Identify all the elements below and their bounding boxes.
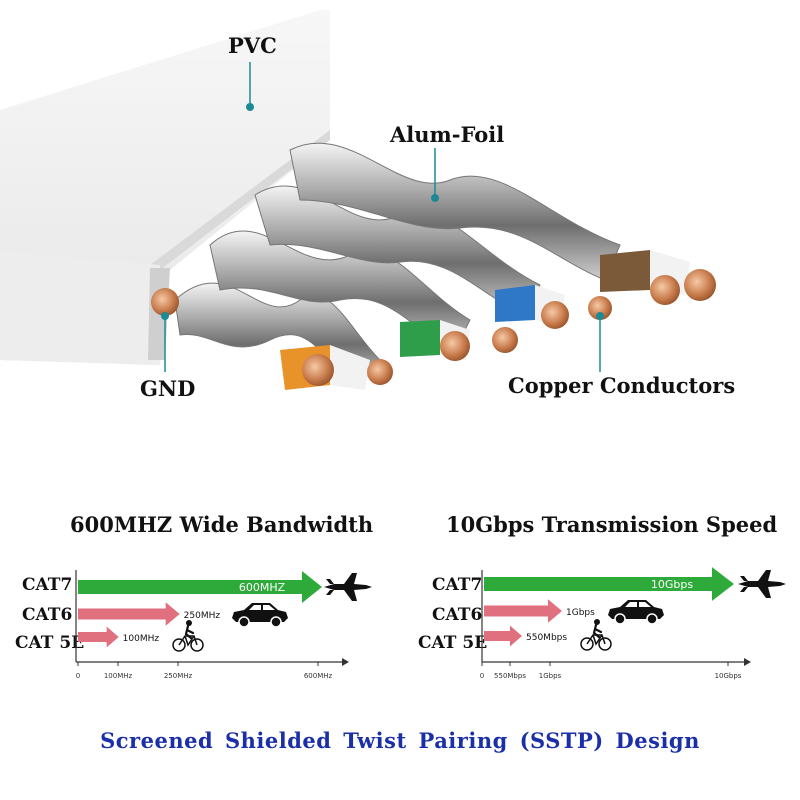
- callout-copper: [596, 312, 604, 372]
- x-tick-label: 100MHz: [104, 672, 133, 680]
- green-insulation: [400, 320, 440, 357]
- bar-value-label: 10Gbps: [651, 578, 693, 591]
- brown-insulation: [600, 250, 650, 292]
- x-tick-label: 1Gbps: [539, 672, 562, 680]
- cable-illustration: [0, 10, 716, 390]
- bandwidth-chart: 0 100MHz 250MHz 600MHz 600MHZ 250MHz 100MHz: [75, 570, 372, 680]
- x-tick-label: 550Mbps: [494, 672, 526, 680]
- bar-cat7: [78, 571, 322, 603]
- gnd-wire: [151, 288, 179, 316]
- car-icon: [608, 600, 664, 625]
- speed-cat6-label: CAT6: [432, 605, 483, 625]
- twisted-pair-4: [289, 142, 716, 305]
- copper-conductors-label: Copper Conductors: [508, 373, 736, 398]
- twisted-pair-2: [209, 230, 518, 361]
- bicycle-icon: [172, 620, 204, 652]
- speed-cat7-label: CAT7: [432, 575, 483, 595]
- bar-value-label: 1Gbps: [566, 608, 595, 618]
- bandwidth-cat5e-label: CAT 5E: [15, 633, 85, 653]
- x-tick-label: 0: [76, 672, 80, 680]
- speed-chart-title: 10Gbps Transmission Speed: [446, 512, 778, 537]
- bar-value-label: 600MHZ: [239, 581, 286, 594]
- callout-gnd: [161, 312, 169, 372]
- bar-cat5e: [78, 626, 119, 648]
- fighter-jet-icon: [324, 573, 372, 601]
- x-tick-label: 10Gbps: [715, 672, 742, 680]
- callout-pvc: [246, 62, 254, 111]
- bar-cat5e: [484, 625, 522, 647]
- x-tick-label: 600MHz: [304, 672, 333, 680]
- bar-value-label: 100MHz: [123, 634, 160, 644]
- twisted-pair-3: [254, 185, 612, 329]
- bar-cat6: [484, 599, 562, 623]
- fighter-jet-icon: [738, 570, 786, 598]
- blue-insulation: [495, 285, 535, 322]
- bandwidth-chart-title: 600MHZ Wide Bandwidth: [70, 512, 374, 537]
- x-axis-arrow: [342, 658, 349, 666]
- callout-alum-foil: [431, 148, 439, 202]
- x-axis-arrow: [744, 658, 751, 666]
- bandwidth-cat7-label: CAT7: [22, 575, 73, 595]
- x-tick-label: 250MHz: [164, 672, 193, 680]
- pvc-jacket: [0, 10, 330, 365]
- twisted-pair-1: [174, 282, 393, 390]
- bar-cat7: [484, 567, 734, 601]
- bicycle-icon: [580, 619, 612, 651]
- bar-cat6: [78, 602, 180, 626]
- bar-value-label: 550Mbps: [526, 633, 567, 643]
- speed-cat5e-label: CAT 5E: [418, 633, 488, 653]
- gnd-label: GND: [140, 376, 196, 401]
- alum-foil-label: Alum-Foil: [390, 122, 505, 147]
- bandwidth-cat6-label: CAT6: [22, 605, 73, 625]
- sstp-design-caption: Screened Shielded Twist Pairing (SSTP) D…: [100, 728, 700, 753]
- pvc-label: PVC: [228, 33, 277, 58]
- x-tick-label: 0: [480, 672, 484, 680]
- speed-chart: 0 550Mbps 1Gbps 10Gbps 10Gbps 1Gbps 550Mbps: [480, 567, 786, 680]
- car-icon: [232, 603, 288, 628]
- copper-core: [302, 354, 334, 386]
- bar-value-label: 250MHz: [184, 611, 221, 621]
